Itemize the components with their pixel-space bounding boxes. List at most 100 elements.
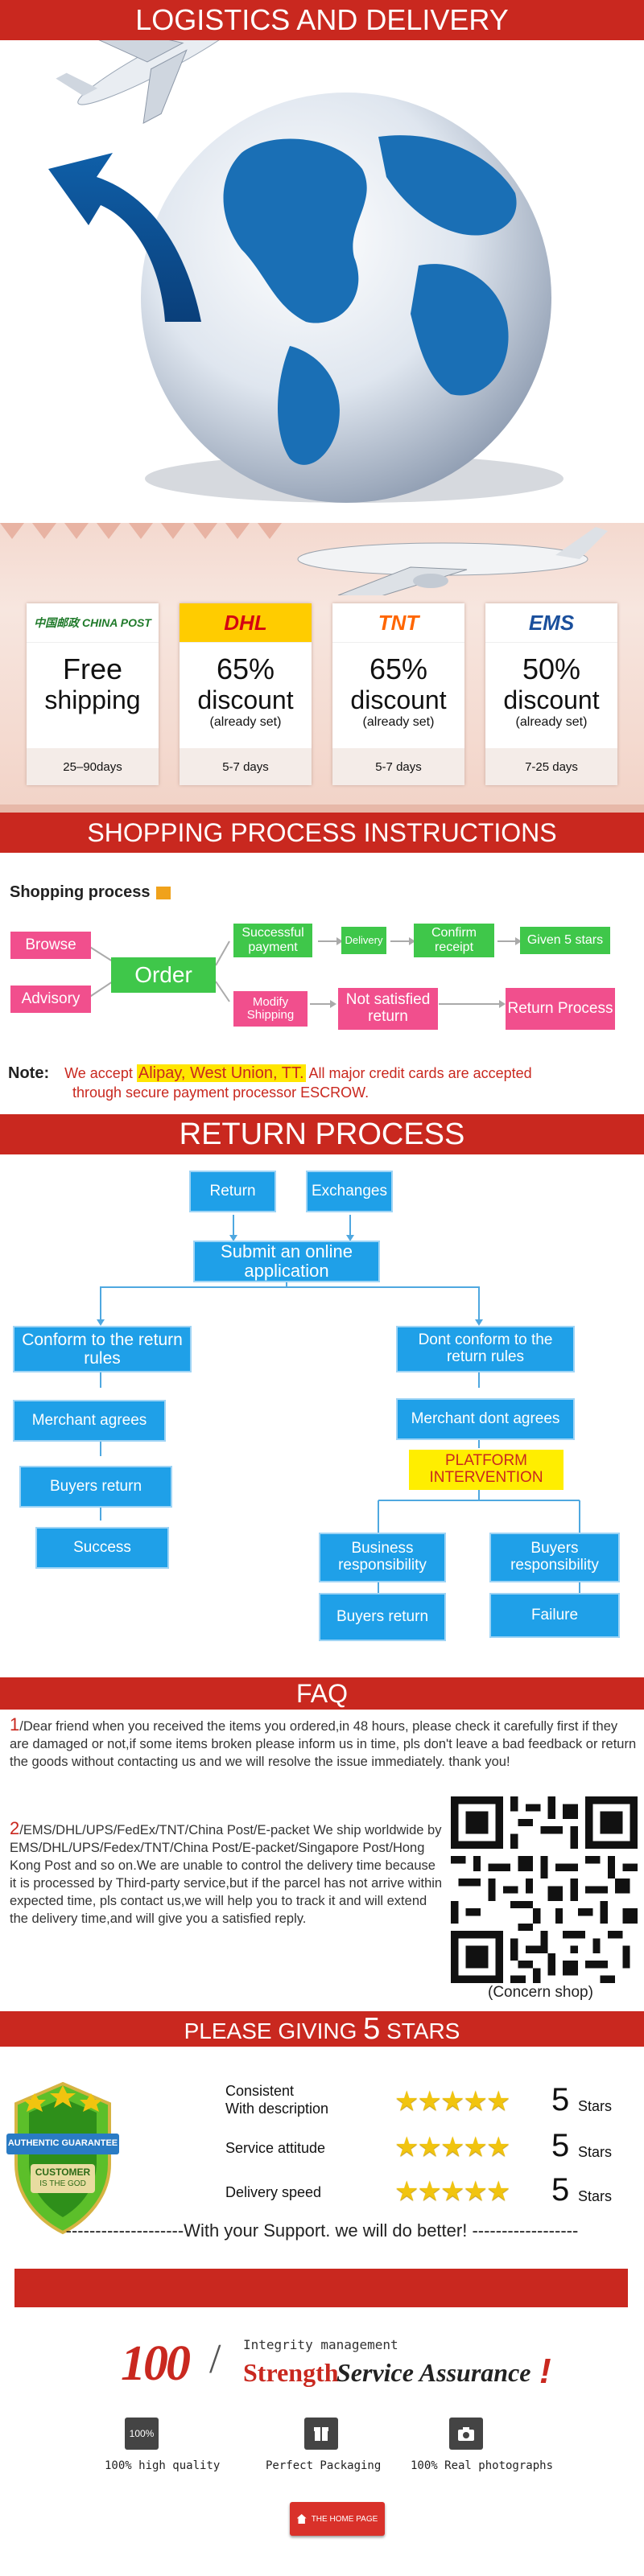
logistics-banner: LOGISTICS AND DELIVERY [0,0,644,40]
rp-return: Return [189,1171,276,1212]
red-bar [14,2269,628,2307]
star-icon: ★ [417,2176,442,2207]
faq-q1: 1/Dear friend when you received the item… [10,1714,637,1770]
carrier-card: 中国邮政 CHINA POST Free shipping 25–90days [27,603,159,785]
support-line: --------------------With your Support. w… [65,2220,579,2241]
carrier-offer: 65% discount (already set) [350,652,447,730]
shopping-subtitle: Shopping process [10,883,171,902]
faq-q2: 2/EMS/DHL/UPS/FedEx/TNT/China Post/E-pac… [10,1818,443,1927]
faq-title: FAQ [295,1679,348,1708]
assurance-strength: Strength [243,2358,339,2387]
rp-failure: Failure [489,1593,620,1638]
note-line2: through secure payment processor ESCROW. [72,1084,369,1101]
globe-image [0,40,644,523]
cart-icon [156,886,171,899]
rating-num: 5 [551,2172,570,2208]
badge-line2: IS THE GOD [39,2179,86,2188]
home-page-button[interactable]: THE HOME PAGE [290,2502,385,2536]
assurance-service: Service Assurance [336,2358,531,2387]
rating-label: Delivery speed [225,2184,322,2200]
flow-confirm-receipt: Confirm receipt [414,924,494,957]
badge-line1: CUSTOMER [35,2167,91,2178]
rating-row: Consistent With description ★★★★★ 5 Star… [225,2082,628,2122]
assurance-item-label: 100% high quality [105,2459,221,2472]
star-icon: ★ [485,2086,511,2117]
assurance-small-top: Integrity management [243,2337,398,2352]
rp-platform: PLATFORM INTERVENTION [409,1450,564,1490]
star-icon: ★ [417,2132,442,2162]
carrier-days: 7-25 days [485,748,617,785]
carrier-logo: 中国邮政 CHINA POST [27,603,159,643]
carrier-card: TNT 65% discount (already set) 5-7 days [332,603,464,785]
assurance-item: Perfect Packaging [266,2418,394,2474]
rating-unit: Stars [578,2098,613,2114]
carrier-days: 25–90days [27,748,159,785]
carrier-logo: DHL [180,603,312,643]
star-icon: ★ [463,2176,488,2207]
camera-icon [449,2418,483,2450]
flow-successful-payment: Successful payment [233,924,312,957]
guarantee-badge: AUTHENTIC GUARANTEE CUSTOMER IS THE GOD [6,2076,119,2237]
star-icon: ★ [394,2086,419,2117]
carrier-offer: Free shipping [44,652,141,715]
flow-delivery: Delivery [341,927,386,954]
shopping-flow-arrows [88,937,522,1008]
rating-stars: ★★★★★ [394,2131,511,2163]
package-icon [304,2418,338,2450]
star-icon: ★ [394,2176,419,2207]
carrier-days: 5-7 days [332,748,464,785]
carrier-offer: 65% discount (already set) [197,652,294,730]
rating-label: Consistent With description [225,2083,329,2117]
percent-sign: / [209,2336,221,2382]
rp-business-resp: Business responsibility [319,1533,446,1582]
rp-success: Success [35,1527,169,1569]
badge-top: AUTHENTIC GUARANTEE [7,2138,118,2148]
note-label: Note: [8,1064,50,1082]
home-icon [296,2514,307,2524]
qr-code [451,1796,638,1983]
flow-order: Order [111,957,216,993]
rating-row: Delivery speed ★★★★★ 5 Stars [225,2172,628,2212]
note-post: All major credit cards are accepted [308,1065,532,1081]
return-title: RETURN PROCESS [179,1117,465,1151]
flow-return-process: Return Process [506,988,615,1030]
rp-buyers-resp: Buyers responsibility [489,1533,620,1582]
carrier-logo: TNT [332,603,464,643]
stars-title: PLEASE GIVING 5 STARS [184,2012,460,2046]
note-pre: We accept [64,1065,133,1081]
logistics-title: LOGISTICS AND DELIVERY [135,3,509,36]
rp-buyers-return-right: Buyers return [319,1593,446,1641]
star-icon: ★ [485,2132,511,2162]
shopping-title: SHOPPING PROCESS INSTRUCTIONS [87,818,557,847]
quality-icon: 100% [125,2418,159,2450]
assurance-item-label: 100% Real photographs [411,2459,554,2472]
star-icon: ★ [440,2086,465,2117]
rating-unit: Stars [578,2188,613,2204]
flow-given-5-stars: Given 5 stars [520,927,610,954]
flow-modify-shipping: Modify Shipping [233,991,308,1027]
carrier-bottom-strip [0,804,644,813]
carrier-card: EMS 50% discount (already set) 7-25 days [485,603,617,785]
assurance-block: 100 / Integrity management Strength Serv… [121,2329,604,2401]
star-icon: ★ [440,2176,465,2207]
rp-buyers-return-left: Buyers return [19,1466,172,1508]
rp-dont-conform: Dont conform to the return rules [396,1326,575,1372]
rp-merchant-agrees: Merchant agrees [13,1400,166,1442]
star-icon: ★ [394,2132,419,2162]
assurance-item: 100% 100% high quality [105,2418,233,2474]
flow-not-satisfied-return: Not satisfied return [338,988,438,1030]
rating-stars: ★★★★★ [394,2085,511,2117]
rating-stars: ★★★★★ [394,2175,511,2208]
star-icon: ★ [463,2132,488,2162]
assurance-item-label: Perfect Packaging [266,2459,382,2472]
carrier-offer: 50% discount (already set) [503,652,600,730]
assurance-item: 100% Real photographs [411,2418,553,2474]
rp-exchanges: Exchanges [306,1171,393,1212]
rp-conform: Conform to the return rules [13,1326,192,1372]
star-icon: ★ [485,2176,511,2207]
stars-banner: PLEASE GIVING 5 STARS [0,2011,644,2047]
rating-num: 5 [551,2128,570,2163]
return-banner: RETURN PROCESS [0,1114,644,1154]
rating-num: 5 [551,2082,570,2117]
qr-caption: (Concern shop) [488,1984,593,2001]
